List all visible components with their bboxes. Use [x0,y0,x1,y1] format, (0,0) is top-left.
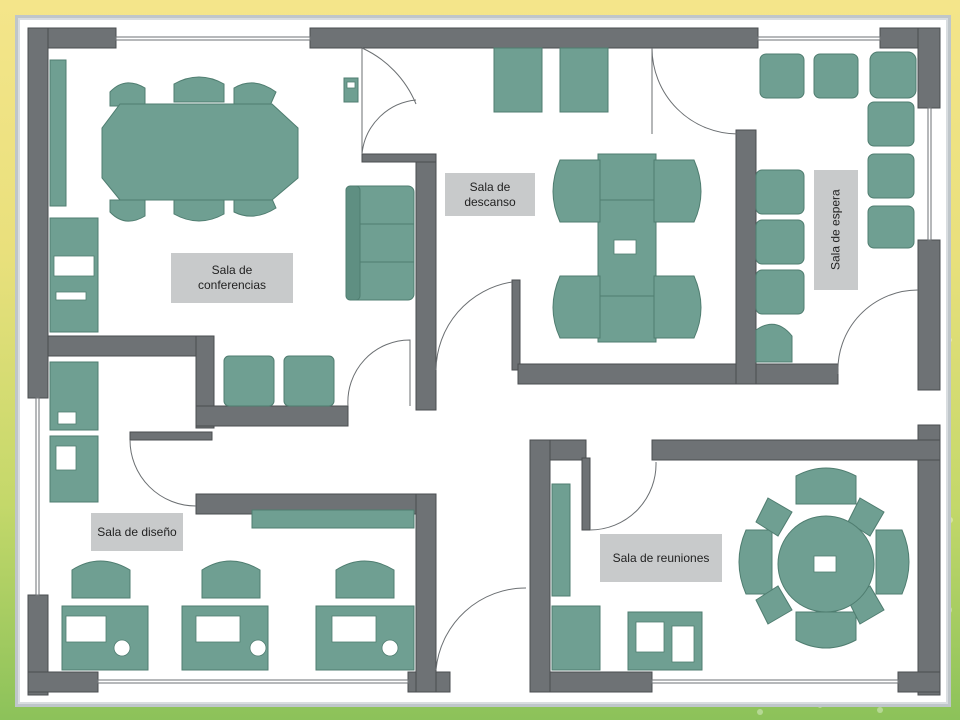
label-sala-conferencias: Sala de conferencias [171,253,293,303]
cabinet [49,59,67,207]
meeting-equipment [627,611,703,671]
waiting-room [755,51,917,363]
label-sala-reuniones: Sala de reuniones [600,534,722,582]
fridge [493,47,543,113]
side-cabinet [551,605,601,671]
meeting-room [551,467,910,671]
label-sala-espera: Sala de espera [814,170,858,290]
side-shelf [551,483,571,597]
walls [27,27,941,696]
design-desks [61,560,415,671]
speakerphone [813,555,837,573]
label-sala-descanso: Sala de descanso [445,173,535,216]
conference-table [101,103,299,201]
design-room [49,361,415,671]
armchairs [223,355,335,407]
meeting-chairs [738,467,910,649]
label-sala-diseno: Sala de diseño [91,513,183,551]
phone [343,77,359,103]
design-equipment [49,361,99,503]
doors [129,47,919,671]
break-chairs [552,159,702,339]
copier [49,217,99,333]
counter [559,47,609,113]
conference-chairs [109,76,277,222]
long-shelf [251,509,415,529]
coffee-machine [613,239,637,255]
sofa [345,185,415,301]
conference-room [49,59,415,407]
break-room [493,47,702,343]
windows [35,36,932,684]
